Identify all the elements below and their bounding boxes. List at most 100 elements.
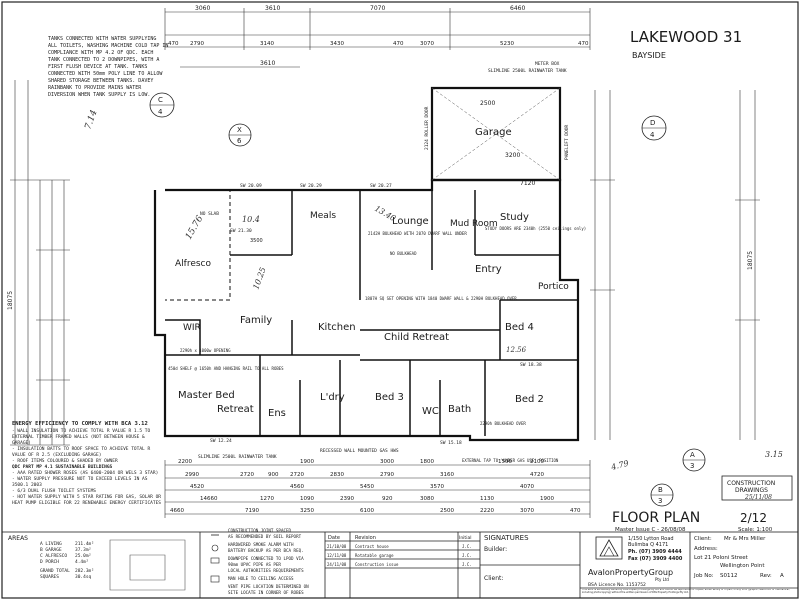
svg-text:AvalonPropertyGroup: AvalonPropertyGroup xyxy=(588,568,673,577)
dim-label-overall-height: 18075 xyxy=(7,291,14,310)
handwritten-note: 3.15 xyxy=(765,450,783,459)
dim-label: 7190 xyxy=(245,508,259,514)
svg-text:1/150 Lytton Road: 1/150 Lytton Road xyxy=(628,536,674,542)
svg-text:X: X xyxy=(237,126,242,134)
svg-text:ENERGY EFFICIENCY TO COMPLY WI: ENERGY EFFICIENCY TO COMPLY WITH BCA 3.1… xyxy=(12,421,148,427)
sw-label: SW 20.29 xyxy=(300,183,322,189)
svg-text:Rev:: Rev: xyxy=(760,573,772,579)
svg-text:S0112: S0112 xyxy=(720,573,738,579)
room-bed4: Bed 4 xyxy=(505,322,534,333)
svg-text:3: 3 xyxy=(658,497,662,505)
dim-label: 1900 xyxy=(300,459,314,465)
dim-label: 2720 xyxy=(240,472,254,478)
svg-text:- WATER SUPPLY PRESSURE NOT TO: - WATER SUPPLY PRESSURE NOT TO EXCEED LE… xyxy=(12,476,148,482)
dim-label: 3000 xyxy=(380,459,394,465)
note-wir-opening: 2290h x 1000w OPENING xyxy=(180,348,231,353)
svg-text:12/11/08: 12/11/08 xyxy=(327,553,347,558)
dim-label: 2200 xyxy=(178,459,192,465)
svg-text:QDC PART MP 4.1 SUSTAINABLE BU: QDC PART MP 4.1 SUSTAINABLE BUILDINGS xyxy=(12,464,113,470)
note-line: TANKS CONNECTED WITH WATER SUPPLYING xyxy=(48,36,156,42)
dim-label: 2220 xyxy=(480,508,494,514)
construction-notes: CONSTRUCTION JOINT SPACED AS RECOMMENDED… xyxy=(210,528,309,595)
room-wir: WIR xyxy=(183,323,201,333)
svg-text:37.3m²: 37.3m² xyxy=(75,547,91,553)
right-dimensions xyxy=(590,90,760,440)
note-roller-door: 2124 ROLLER DOOR xyxy=(424,106,430,150)
dim-label: 3570 xyxy=(430,484,444,490)
dim-label: 470 xyxy=(168,41,179,47)
svg-text:Construction issue: Construction issue xyxy=(355,562,399,567)
svg-text:A: A xyxy=(690,451,695,459)
svg-text:3: 3 xyxy=(690,462,694,470)
svg-text:J.C.: J.C. xyxy=(462,553,472,558)
svg-text:SITE LOCATE IN CORNER OF ROBES: SITE LOCATE IN CORNER OF ROBES xyxy=(228,590,304,595)
dim-label: 3430 xyxy=(330,41,344,47)
handwritten-note: 7.14 xyxy=(83,109,99,132)
svg-text:Wellington Point: Wellington Point xyxy=(720,563,765,569)
plan-walls xyxy=(153,86,580,442)
svg-text:Revision: Revision xyxy=(355,535,376,541)
company-block: 1/150 Lytton Road Bulimba Q 4171 Ph. (07… xyxy=(588,536,683,588)
company-logo-icon xyxy=(595,536,623,560)
section-marker-b: B 3 xyxy=(650,483,674,507)
dim-label: 2990 xyxy=(185,472,199,478)
svg-text:AS RECOMMENDED BY SOIL REPORT: AS RECOMMENDED BY SOIL REPORT xyxy=(228,534,302,539)
room-laundry: L'dry xyxy=(320,392,345,403)
svg-text:- AAA RATED SHOWER ROSES (AS 6: - AAA RATED SHOWER ROSES (AS 6400-2004 O… xyxy=(12,470,158,476)
svg-text:Job No:: Job No: xyxy=(693,573,714,579)
dim-label: 3250 xyxy=(300,508,314,514)
sheet-title: FLOOR PLAN xyxy=(612,510,700,526)
room-meals: Meals xyxy=(310,211,336,221)
svg-text:D: D xyxy=(650,119,655,127)
dim-label: 920 xyxy=(382,496,393,502)
svg-text:Client:: Client: xyxy=(484,575,503,582)
svg-text:GARAGE): GARAGE) xyxy=(12,440,31,446)
svg-text:VALUE OF R 2.5 (EXCLUDING GARA: VALUE OF R 2.5 (EXCLUDING GARAGE) xyxy=(12,452,101,458)
svg-text:DRAWINGS: DRAWINGS xyxy=(735,487,768,494)
room-wc: WC xyxy=(422,406,439,417)
room-alfresco: Alfresco xyxy=(175,259,212,269)
revisions-table: Date Revision Initial 21/10/08 Contract … xyxy=(327,535,472,567)
copyright-text: This work is exclusively owned by RSS Pr… xyxy=(582,589,790,594)
svg-text:SIGNATURES: SIGNATURES xyxy=(484,534,529,542)
note-panelift-door: PANELIFT DOOR xyxy=(564,124,570,160)
dim-label: 1270 xyxy=(260,496,274,502)
room-child-retreat: Child Retreat xyxy=(384,332,449,343)
dim-label: 5230 xyxy=(500,41,514,47)
sheet-scale: Scale: 1:100 xyxy=(738,527,773,533)
dim-garage-door: 3200 xyxy=(505,152,520,159)
garage-roof-lines xyxy=(431,87,561,181)
svg-text:J.C.: J.C. xyxy=(462,562,472,567)
room-portico: Portico xyxy=(538,282,569,292)
dim-garage-width: 2500 xyxy=(480,100,495,107)
dim-label: 1500 xyxy=(498,459,512,465)
room-garage: Garage xyxy=(475,127,512,138)
note-study-doors: STUDY DOORS ARE 2340h (2550 ceilings onl… xyxy=(485,226,586,231)
svg-text:A: A xyxy=(780,573,784,579)
dim-label: 6100 xyxy=(360,508,374,514)
svg-text:J.C.: J.C. xyxy=(462,544,472,549)
dim-label: 3610 xyxy=(260,60,275,67)
section-marker-c: C 4 xyxy=(149,92,175,118)
svg-text:25/11/08: 25/11/08 xyxy=(744,494,772,501)
room-mud-room: Mud Room xyxy=(450,219,498,229)
svg-text:MAN HOLE TO CEILING ACCESS: MAN HOLE TO CEILING ACCESS xyxy=(228,576,294,581)
areas-table: AREAS A LIVING 211.4m² B GARAGE 37.3m² C… xyxy=(8,535,186,591)
left-dimensions xyxy=(10,80,70,446)
dim-label: 1090 xyxy=(300,496,314,502)
construction-drawings-stamp: CONSTRUCTION DRAWINGS 25/11/08 xyxy=(721,475,793,501)
dim-alfresco: 3500 xyxy=(250,238,263,244)
svg-text:HEAT PUMP ELIGIBLE FOR 22 RENE: HEAT PUMP ELIGIBLE FOR 22 RENEWABLE ENER… xyxy=(12,500,161,506)
design-name: LAKEWOOD 31 xyxy=(630,28,742,46)
svg-text:282.3m²: 282.3m² xyxy=(75,568,94,574)
svg-text:211.4m²: 211.4m² xyxy=(75,541,94,547)
dim-label: 3070 xyxy=(420,41,434,47)
svg-text:Contract house: Contract house xyxy=(355,544,389,549)
master-issue: Master Issue C - 26/08/08 xyxy=(615,527,686,533)
room-study: Study xyxy=(500,212,529,223)
room-family: Family xyxy=(240,315,272,326)
svg-text:Builder:: Builder: xyxy=(484,546,507,553)
svg-text:21/10/08: 21/10/08 xyxy=(327,544,347,549)
room-bed3: Bed 3 xyxy=(375,392,404,403)
dim-label: 3160 xyxy=(440,472,454,478)
